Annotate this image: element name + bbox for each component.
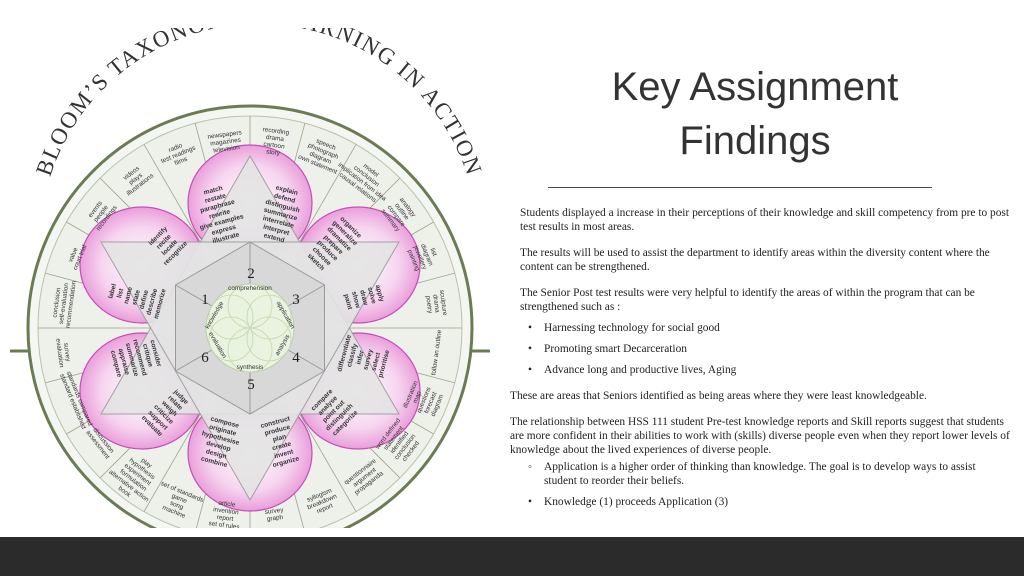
verb-list-word: plan [272, 433, 287, 443]
paragraph-1: Students displayed a increase in their p… [520, 207, 1010, 233]
level-number-3: 3 [292, 292, 300, 308]
product-list-word: article [218, 500, 236, 509]
level-number-6: 6 [201, 350, 209, 366]
verb-list-word: show [350, 291, 361, 310]
paragraph-5: The relationship between HSS 111 student… [510, 416, 1010, 456]
verb-list: explaindefenddistinguishsummarizeinterre… [262, 184, 300, 244]
page-title: Key Assignment Findings [560, 60, 950, 168]
product-list-word: sculpture [438, 289, 448, 316]
verb-list-word: paint [342, 293, 353, 311]
level-label-comprehension: comprehension [228, 285, 272, 292]
verb-list-word: state [131, 289, 142, 306]
footer-bar [0, 537, 1024, 576]
product-list-word: list [428, 247, 438, 257]
level-number-2: 2 [247, 266, 255, 282]
verb-list-word: create [271, 440, 292, 452]
page-title-line-2: Findings [679, 119, 831, 163]
product-list-word: cartoon [263, 141, 285, 151]
verb-list-word: draw [358, 289, 369, 307]
verb-list-word: solve [366, 286, 377, 304]
product-list-word: drama [265, 134, 284, 143]
findings-body: Students displayed a increase in their p… [510, 206, 1010, 509]
verb-list-word: invent [274, 448, 295, 460]
paragraph-2: The results will be used to assist the d… [520, 247, 990, 273]
list-item: ◦Application is a higher order of thinki… [528, 461, 976, 487]
product-list-word: invention [213, 506, 240, 516]
product-list-word: magazines [210, 137, 242, 148]
product-list-word: films [174, 156, 189, 167]
product-list-word: story [266, 148, 281, 157]
level-label-synthesis: synthesis [237, 364, 264, 371]
product-list-word: song [169, 500, 185, 512]
product-list-word: survey [62, 342, 72, 362]
list-item: •Advance long and productive lives, Agin… [528, 364, 737, 376]
verb-list-word: label [107, 283, 118, 299]
page-title-line-1: Key Assignment [611, 65, 899, 109]
verb-list-word: select [371, 351, 383, 372]
verb-list-word: apply [374, 284, 385, 303]
paragraph-4: These are areas that Seniors identified … [510, 390, 927, 402]
product-list-word: drama [431, 294, 440, 313]
product-list-word: report [216, 514, 234, 523]
product-list-word: set of rules [208, 520, 240, 528]
verb-list-word: name [123, 286, 134, 305]
list-item: •Knowledge (1) proceeds Application (3) [528, 496, 729, 508]
product-list-word: map [412, 390, 423, 405]
paragraph-3: The Senior Post test results were very h… [520, 287, 975, 313]
blooms-taxonomy-wheel: knowledge comprehension application anal… [10, 28, 490, 528]
slide: knowledge comprehension application anal… [10, 28, 1010, 528]
verb-list: composeoriginatehypothesisedevelopdesign… [200, 416, 240, 470]
verb-list-word: define [139, 289, 151, 310]
title-divider [548, 187, 932, 188]
level-numbers: 1 2 3 4 5 6 [201, 266, 300, 393]
level-number-5: 5 [247, 377, 255, 393]
product-list-word: recording [262, 126, 290, 136]
product-list-word: survey [264, 507, 284, 517]
product-list-word: newspapers [207, 129, 242, 140]
product-list-word: television [213, 144, 241, 154]
verb-list-word: list [116, 287, 125, 299]
list-item: •Promoting smart Decarceration [528, 343, 687, 355]
verb-list: considercritiquerecommendsummarizeapprai… [109, 339, 163, 379]
verb-list-word: infer [355, 349, 366, 365]
verb-list-word: match [203, 185, 224, 197]
level-number-4: 4 [292, 350, 300, 366]
product-list-word: conclusion [52, 287, 63, 318]
center-flower [205, 283, 295, 373]
product-list-word: poetry [424, 295, 433, 314]
product-list-word: graph [266, 514, 284, 523]
product-list-word: evaluation [54, 338, 65, 368]
level-number-1: 1 [201, 292, 209, 308]
list-item: •Harnessing technology for social good [528, 322, 720, 334]
